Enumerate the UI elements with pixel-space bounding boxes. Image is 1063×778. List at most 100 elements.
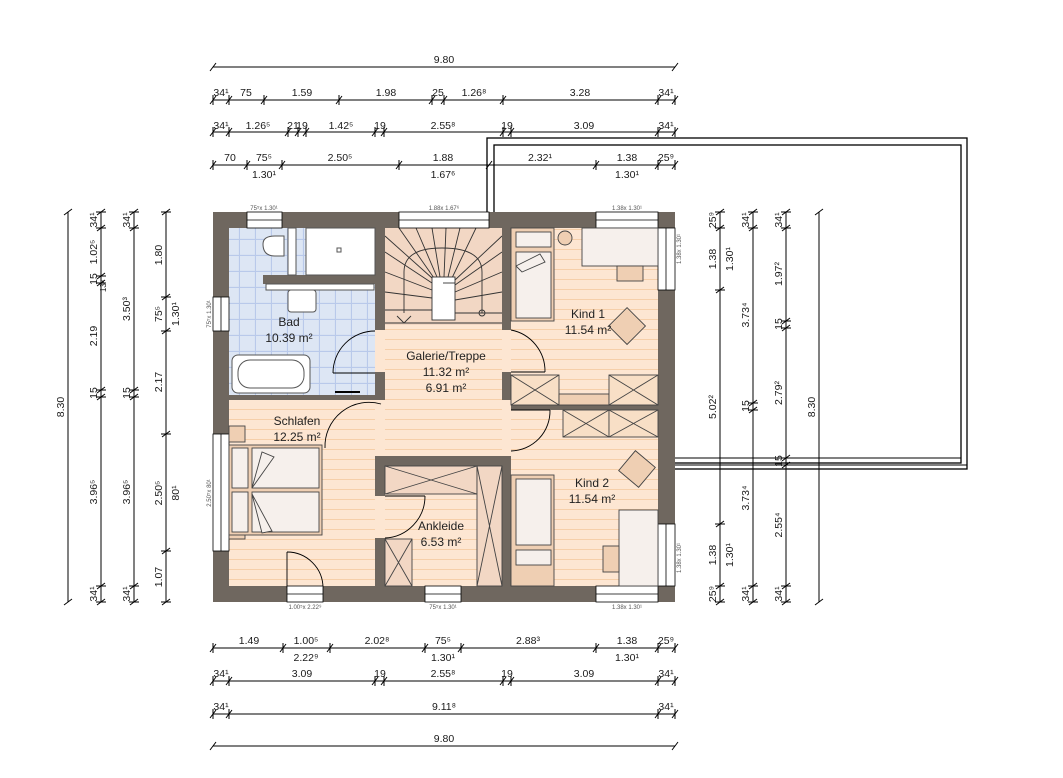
svg-text:70: 70 <box>224 152 236 164</box>
svg-text:2.19: 2.19 <box>88 326 100 347</box>
svg-text:75: 75 <box>240 87 252 99</box>
svg-text:1.38: 1.38 <box>707 545 719 566</box>
svg-text:15: 15 <box>773 455 785 467</box>
wardrobes <box>384 465 503 587</box>
dimensions-right: 25⁹ 1.38 5.02² 1.38 25⁹ 1.30¹ 1.30¹ 34¹ … <box>707 212 818 602</box>
svg-text:25⁹: 25⁹ <box>658 635 674 647</box>
svg-text:2.55⁸: 2.55⁸ <box>431 120 456 132</box>
svg-text:1.98: 1.98 <box>376 87 397 99</box>
svg-text:1.30¹: 1.30¹ <box>170 302 182 326</box>
svg-text:19: 19 <box>374 668 386 680</box>
room-area-bad: 10.39 m² <box>265 331 312 345</box>
door-openings <box>375 330 511 538</box>
dimensions-left: 8.30 34¹ 1.02⁵ 15 13⁸ 2.19 15 3.96⁵ 34¹ … <box>55 212 182 602</box>
svg-text:15: 15 <box>740 400 752 412</box>
svg-text:9.80: 9.80 <box>434 733 455 745</box>
svg-text:2.50⁵: 2.50⁵ <box>153 481 165 506</box>
svg-text:34¹: 34¹ <box>121 586 133 602</box>
room-area-kind1: 11.54 m² <box>565 323 611 337</box>
svg-text:1.38: 1.38 <box>617 635 638 647</box>
svg-text:1.88x 1.67⁶: 1.88x 1.67⁶ <box>429 205 460 212</box>
svg-text:19: 19 <box>296 120 308 132</box>
svg-text:75⁵: 75⁵ <box>256 152 272 164</box>
svg-text:1.38x 1.30¹: 1.38x 1.30¹ <box>612 206 642 212</box>
staircase <box>384 227 503 325</box>
svg-text:75⁵: 75⁵ <box>153 306 165 322</box>
svg-text:34¹: 34¹ <box>658 668 674 680</box>
svg-text:13⁸: 13⁸ <box>99 280 108 292</box>
svg-text:3.50³: 3.50³ <box>121 297 133 321</box>
svg-text:1.30¹: 1.30¹ <box>615 169 639 181</box>
bathroom-fixtures <box>231 227 376 394</box>
room-labels: Bad 10.39 m² Galerie/Treppe 11.32 m² 6.9… <box>265 307 615 549</box>
svg-text:1.38x 1.30¹: 1.38x 1.30¹ <box>677 543 683 573</box>
svg-text:1.30¹: 1.30¹ <box>615 652 639 664</box>
svg-text:34¹: 34¹ <box>740 212 752 228</box>
svg-text:15: 15 <box>88 387 100 399</box>
svg-text:3.96⁵: 3.96⁵ <box>88 480 100 505</box>
svg-text:3.09: 3.09 <box>574 120 595 132</box>
svg-text:1.30¹: 1.30¹ <box>252 169 276 181</box>
svg-text:21: 21 <box>287 120 299 132</box>
svg-text:2.50⁵: 2.50⁵ <box>328 152 353 164</box>
svg-text:34¹: 34¹ <box>773 586 785 602</box>
svg-text:2.55⁴: 2.55⁴ <box>773 513 785 538</box>
dimensions-top: 9.80 34¹ 75 1.59 1.98 25 1.26⁸ 3.28 34¹ … <box>213 54 674 181</box>
svg-text:1.59: 1.59 <box>292 87 313 99</box>
svg-text:80¹: 80¹ <box>170 485 182 501</box>
windows[interactable] <box>212 211 676 603</box>
armchair <box>608 307 647 346</box>
room-area-ankleide: 6.53 m² <box>421 535 462 549</box>
room-name-schlafen: Schlafen <box>274 414 321 428</box>
svg-text:2.02⁸: 2.02⁸ <box>365 635 390 647</box>
svg-text:19: 19 <box>501 668 513 680</box>
svg-text:25⁹: 25⁹ <box>707 586 719 602</box>
sink-icon <box>287 289 317 313</box>
svg-text:34¹: 34¹ <box>740 586 752 602</box>
svg-text:34¹: 34¹ <box>658 87 674 99</box>
svg-text:1.88: 1.88 <box>433 152 454 164</box>
svg-text:1.00⁵: 1.00⁵ <box>294 635 319 647</box>
toilet-icon <box>262 235 285 257</box>
svg-text:2.88³: 2.88³ <box>516 635 540 647</box>
svg-text:9.11⁸: 9.11⁸ <box>432 701 456 713</box>
kind1-furniture <box>510 227 659 406</box>
svg-text:75⁵: 75⁵ <box>435 635 451 647</box>
svg-text:3.73⁴: 3.73⁴ <box>740 303 752 328</box>
svg-text:1.07: 1.07 <box>153 567 165 588</box>
svg-text:34¹: 34¹ <box>773 212 785 228</box>
svg-text:2.17: 2.17 <box>153 372 165 393</box>
desk <box>581 227 659 267</box>
svg-text:34¹: 34¹ <box>121 212 133 228</box>
svg-text:34¹: 34¹ <box>88 212 100 228</box>
room-name-galerie: Galerie/Treppe <box>406 349 486 363</box>
svg-text:34¹: 34¹ <box>213 87 229 99</box>
room-name-bad: Bad <box>278 315 299 329</box>
svg-text:3.73⁴: 3.73⁴ <box>740 486 752 511</box>
svg-text:19: 19 <box>501 120 513 132</box>
svg-text:1.38x 1.30¹: 1.38x 1.30¹ <box>677 234 683 264</box>
double-bed <box>228 425 323 540</box>
svg-text:5.02²: 5.02² <box>707 395 719 419</box>
room-area-kind2: 11.54 m² <box>569 492 615 506</box>
svg-text:34¹: 34¹ <box>213 668 229 680</box>
svg-text:1.30¹: 1.30¹ <box>724 247 736 271</box>
svg-text:1.38: 1.38 <box>707 249 719 270</box>
svg-text:2.55⁸: 2.55⁸ <box>431 668 456 680</box>
svg-text:34¹: 34¹ <box>213 701 229 713</box>
room-name-kind2: Kind 2 <box>575 476 609 490</box>
svg-text:1.30¹: 1.30¹ <box>724 543 736 567</box>
svg-text:1.80: 1.80 <box>153 245 165 266</box>
svg-text:75⁵x 1.30¹: 75⁵x 1.30¹ <box>206 300 213 328</box>
room-name-ankleide: Ankleide <box>418 519 464 533</box>
svg-text:34¹: 34¹ <box>213 120 229 132</box>
svg-text:1.67⁶: 1.67⁶ <box>431 169 456 181</box>
door-swings <box>286 329 551 589</box>
svg-text:25⁹: 25⁹ <box>658 152 674 164</box>
svg-text:8.30: 8.30 <box>55 397 67 418</box>
svg-text:3.28: 3.28 <box>570 87 591 99</box>
svg-text:1.02⁵: 1.02⁵ <box>88 240 100 265</box>
room-area-galerie: 11.32 m² <box>423 365 469 379</box>
svg-text:1.38: 1.38 <box>617 152 638 164</box>
svg-text:3.96⁵: 3.96⁵ <box>121 480 133 505</box>
